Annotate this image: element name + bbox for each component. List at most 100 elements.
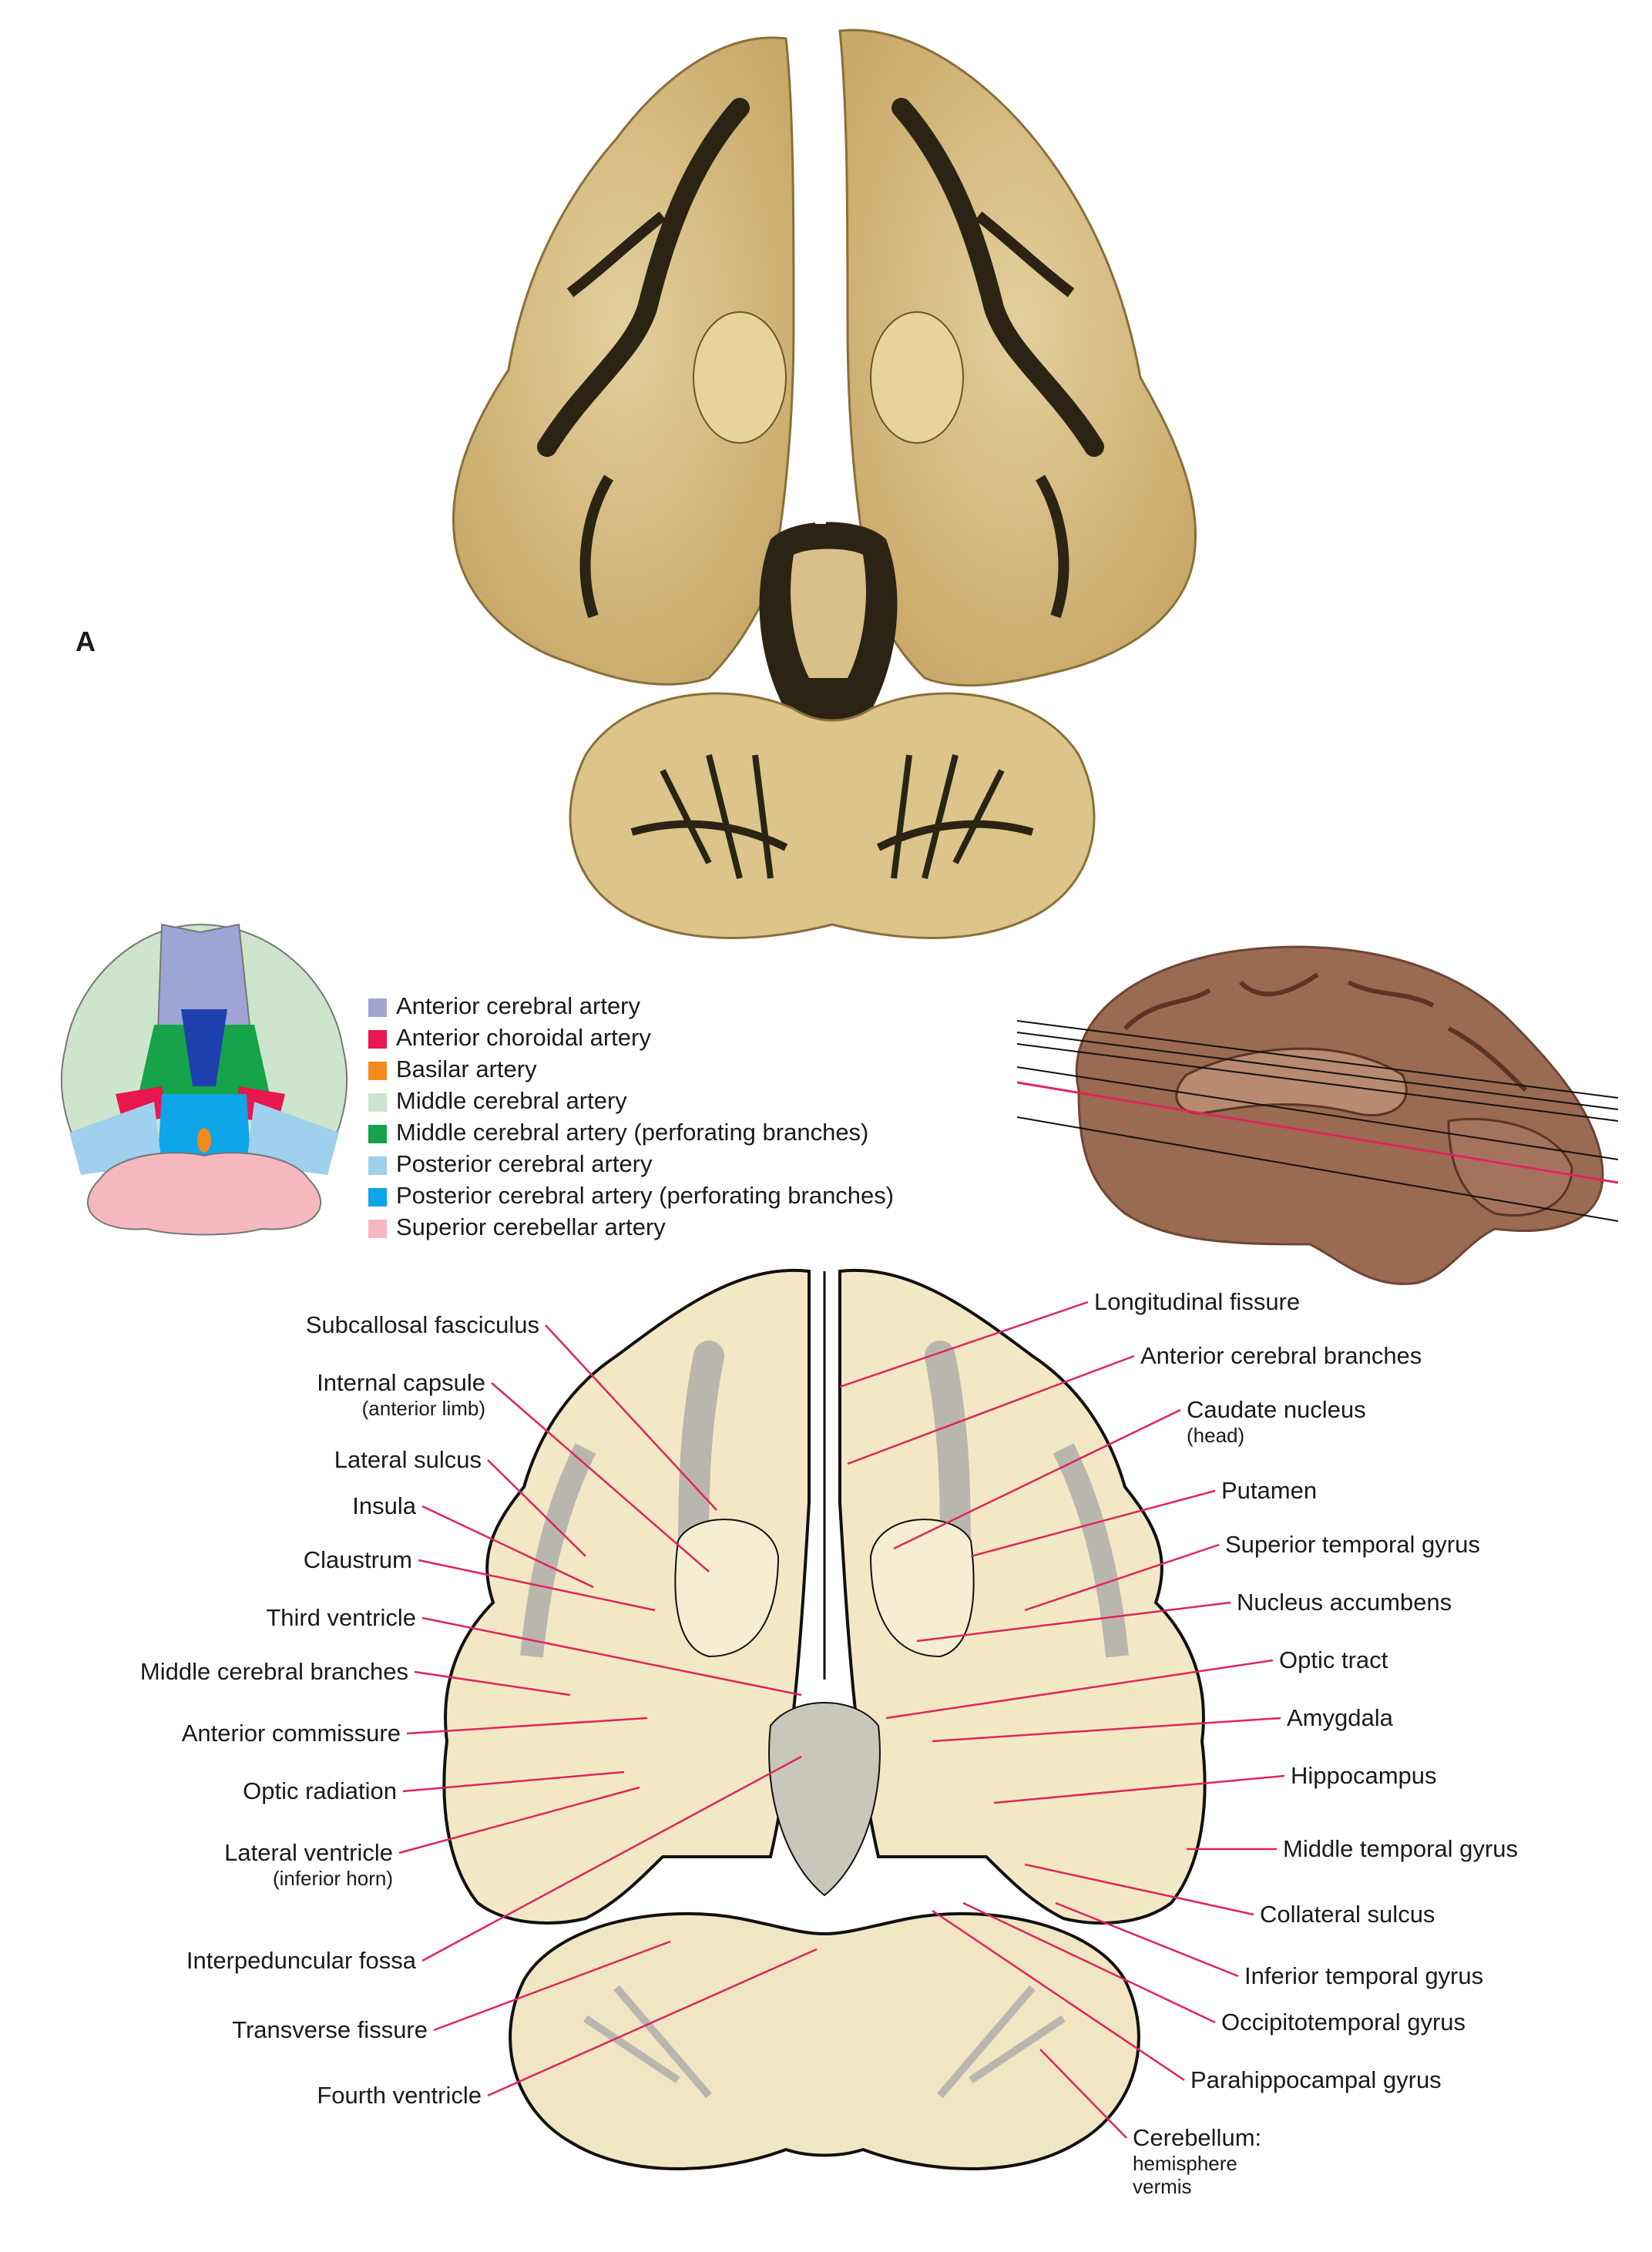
structure-label: Nucleus accumbens xyxy=(1237,1589,1452,1616)
structure-label: Fourth ventricle xyxy=(317,2082,482,2109)
structure-label-main: Cerebellum: xyxy=(1133,2124,1262,2151)
structure-label-main: Middle cerebral branches xyxy=(139,1658,408,1685)
structure-label: Interpeduncular fossa xyxy=(186,1947,416,1975)
structure-label-main: Anterior commissure xyxy=(181,1720,401,1747)
leader-line xyxy=(421,1505,594,1589)
structure-label-main: Hippocampus xyxy=(1291,1762,1437,1789)
leader-line xyxy=(916,1601,1231,1643)
legend-label: Posterior cerebral artery xyxy=(396,1150,653,1177)
leader-line xyxy=(545,1324,717,1511)
leader-line xyxy=(491,1382,710,1572)
legend-label: Superior cerebellar artery xyxy=(396,1213,666,1240)
structure-label-main: Caudate nucleus xyxy=(1187,1396,1366,1423)
structure-label-main: Middle temporal gyrus xyxy=(1283,1835,1518,1862)
structure-label-main: Inferior temporal gyrus xyxy=(1244,1962,1484,1989)
structure-label-main: Insula xyxy=(352,1492,416,1519)
structure-label: Lateral sulcus xyxy=(334,1446,482,1474)
structure-label-main: Nucleus accumbens xyxy=(1237,1589,1452,1616)
section-outline xyxy=(442,1268,1207,2170)
leader-line xyxy=(398,1786,640,1854)
structure-label-main: Third ventricle xyxy=(266,1604,416,1631)
leader-lines xyxy=(398,1301,1285,2139)
leader-line xyxy=(1039,2049,1127,2139)
structure-label: Amygdala xyxy=(1287,1704,1393,1732)
structure-label: Lateral ventricle(inferior horn) xyxy=(224,1839,393,1890)
legend-label: Anterior cerebral artery xyxy=(396,992,641,1019)
legend-label: Middle cerebral artery (perforating bran… xyxy=(396,1119,869,1146)
structure-label-sub: (anterior limb) xyxy=(361,1397,485,1420)
structure-label-main: Interpeduncular fossa xyxy=(186,1947,416,1974)
leader-line xyxy=(993,1774,1285,1804)
cerebellum-stained xyxy=(569,692,1096,939)
leader-line xyxy=(970,1489,1216,1558)
stained-axial-section xyxy=(452,29,1197,939)
structure-label-main: Transverse fissure xyxy=(232,2016,428,2043)
structure-label: Internal capsule(anterior limb) xyxy=(317,1369,485,1420)
legend-swatch xyxy=(368,1125,387,1143)
structure-label: Collateral sulcus xyxy=(1260,1901,1435,1928)
leader-line xyxy=(885,1659,1274,1720)
structure-label: Occipitotemporal gyrus xyxy=(1221,2009,1466,2036)
structure-label: Putamen xyxy=(1221,1477,1317,1505)
leader-line xyxy=(414,1670,571,1697)
structure-label: Middle cerebral branches xyxy=(140,1658,408,1686)
structure-label-main: Fourth ventricle xyxy=(317,2082,482,2109)
leader-line xyxy=(839,1301,1089,1388)
legend-label: Middle cerebral artery xyxy=(396,1087,627,1114)
structure-label-sub: (inferior horn) xyxy=(272,1867,393,1890)
medial-brain-photo xyxy=(1017,945,1618,1285)
legend-label: Anterior choroidal artery xyxy=(396,1024,651,1051)
legend-swatch xyxy=(368,1093,387,1112)
structure-label-main: Internal capsule xyxy=(317,1369,485,1396)
legend-label: Basilar artery xyxy=(396,1056,537,1082)
legend-swatch xyxy=(368,1062,387,1080)
structure-label-main: Lateral ventricle xyxy=(224,1839,393,1866)
leader-line xyxy=(433,1940,671,2032)
leader-line xyxy=(847,1354,1135,1465)
structure-label: Inferior temporal gyrus xyxy=(1244,1962,1483,1990)
structure-label: Transverse fissure xyxy=(232,2016,428,2044)
structure-label: Parahippocampal gyrus xyxy=(1190,2066,1442,2094)
leader-line xyxy=(421,1616,802,1697)
leader-line xyxy=(1024,1543,1220,1612)
structure-label-main: Superior temporal gyrus xyxy=(1225,1531,1480,1558)
structure-label: Subcallosal fasciculus xyxy=(306,1311,539,1339)
structure-label-main: Claustrum xyxy=(303,1546,412,1573)
legend-swatch xyxy=(368,1220,387,1238)
structure-label-main: Amygdala xyxy=(1287,1704,1393,1731)
structure-label: Optic radiation xyxy=(243,1777,397,1805)
leader-line xyxy=(1055,1901,1239,1978)
structure-label: Anterior cerebral branches xyxy=(1140,1342,1422,1370)
structure-label-sub: hemisphere xyxy=(1133,2152,1237,2175)
structure-label: Hippocampus xyxy=(1291,1762,1437,1790)
legend-swatch xyxy=(368,998,387,1017)
structure-label: Caudate nucleus(head) xyxy=(1187,1396,1366,1447)
vascular-territory-map xyxy=(60,923,348,1236)
leader-line xyxy=(893,1408,1181,1550)
leader-line xyxy=(406,1717,648,1735)
legend-swatch xyxy=(368,1030,387,1049)
leader-line xyxy=(932,1909,1185,2082)
legend-swatch xyxy=(368,1156,387,1175)
leader-line xyxy=(487,1948,818,2097)
structure-label: Longitudinal fissure xyxy=(1094,1288,1300,1316)
structure-label-main: Optic tract xyxy=(1279,1646,1388,1673)
legend-label: Posterior cerebral artery (perforating b… xyxy=(396,1182,895,1209)
leader-line xyxy=(402,1770,625,1793)
structure-label-main: Parahippocampal gyrus xyxy=(1190,2066,1442,2093)
structure-label-main: Lateral sulcus xyxy=(334,1446,482,1473)
structure-label-main: Occipitotemporal gyrus xyxy=(1221,2009,1466,2036)
structure-label-main: Subcallosal fasciculus xyxy=(305,1311,539,1338)
leader-line xyxy=(932,1717,1281,1743)
structure-label: Claustrum xyxy=(304,1546,412,1574)
legend-swatch xyxy=(368,1188,387,1207)
structure-label-main: Putamen xyxy=(1221,1477,1318,1504)
structure-label: Superior temporal gyrus xyxy=(1225,1531,1480,1559)
structure-label: Third ventricle xyxy=(266,1604,416,1632)
panel-letter: A xyxy=(76,626,96,657)
leader-line xyxy=(962,1901,1216,2024)
structure-label: Insula xyxy=(352,1492,416,1520)
structure-label-sub: (head) xyxy=(1187,1424,1245,1447)
